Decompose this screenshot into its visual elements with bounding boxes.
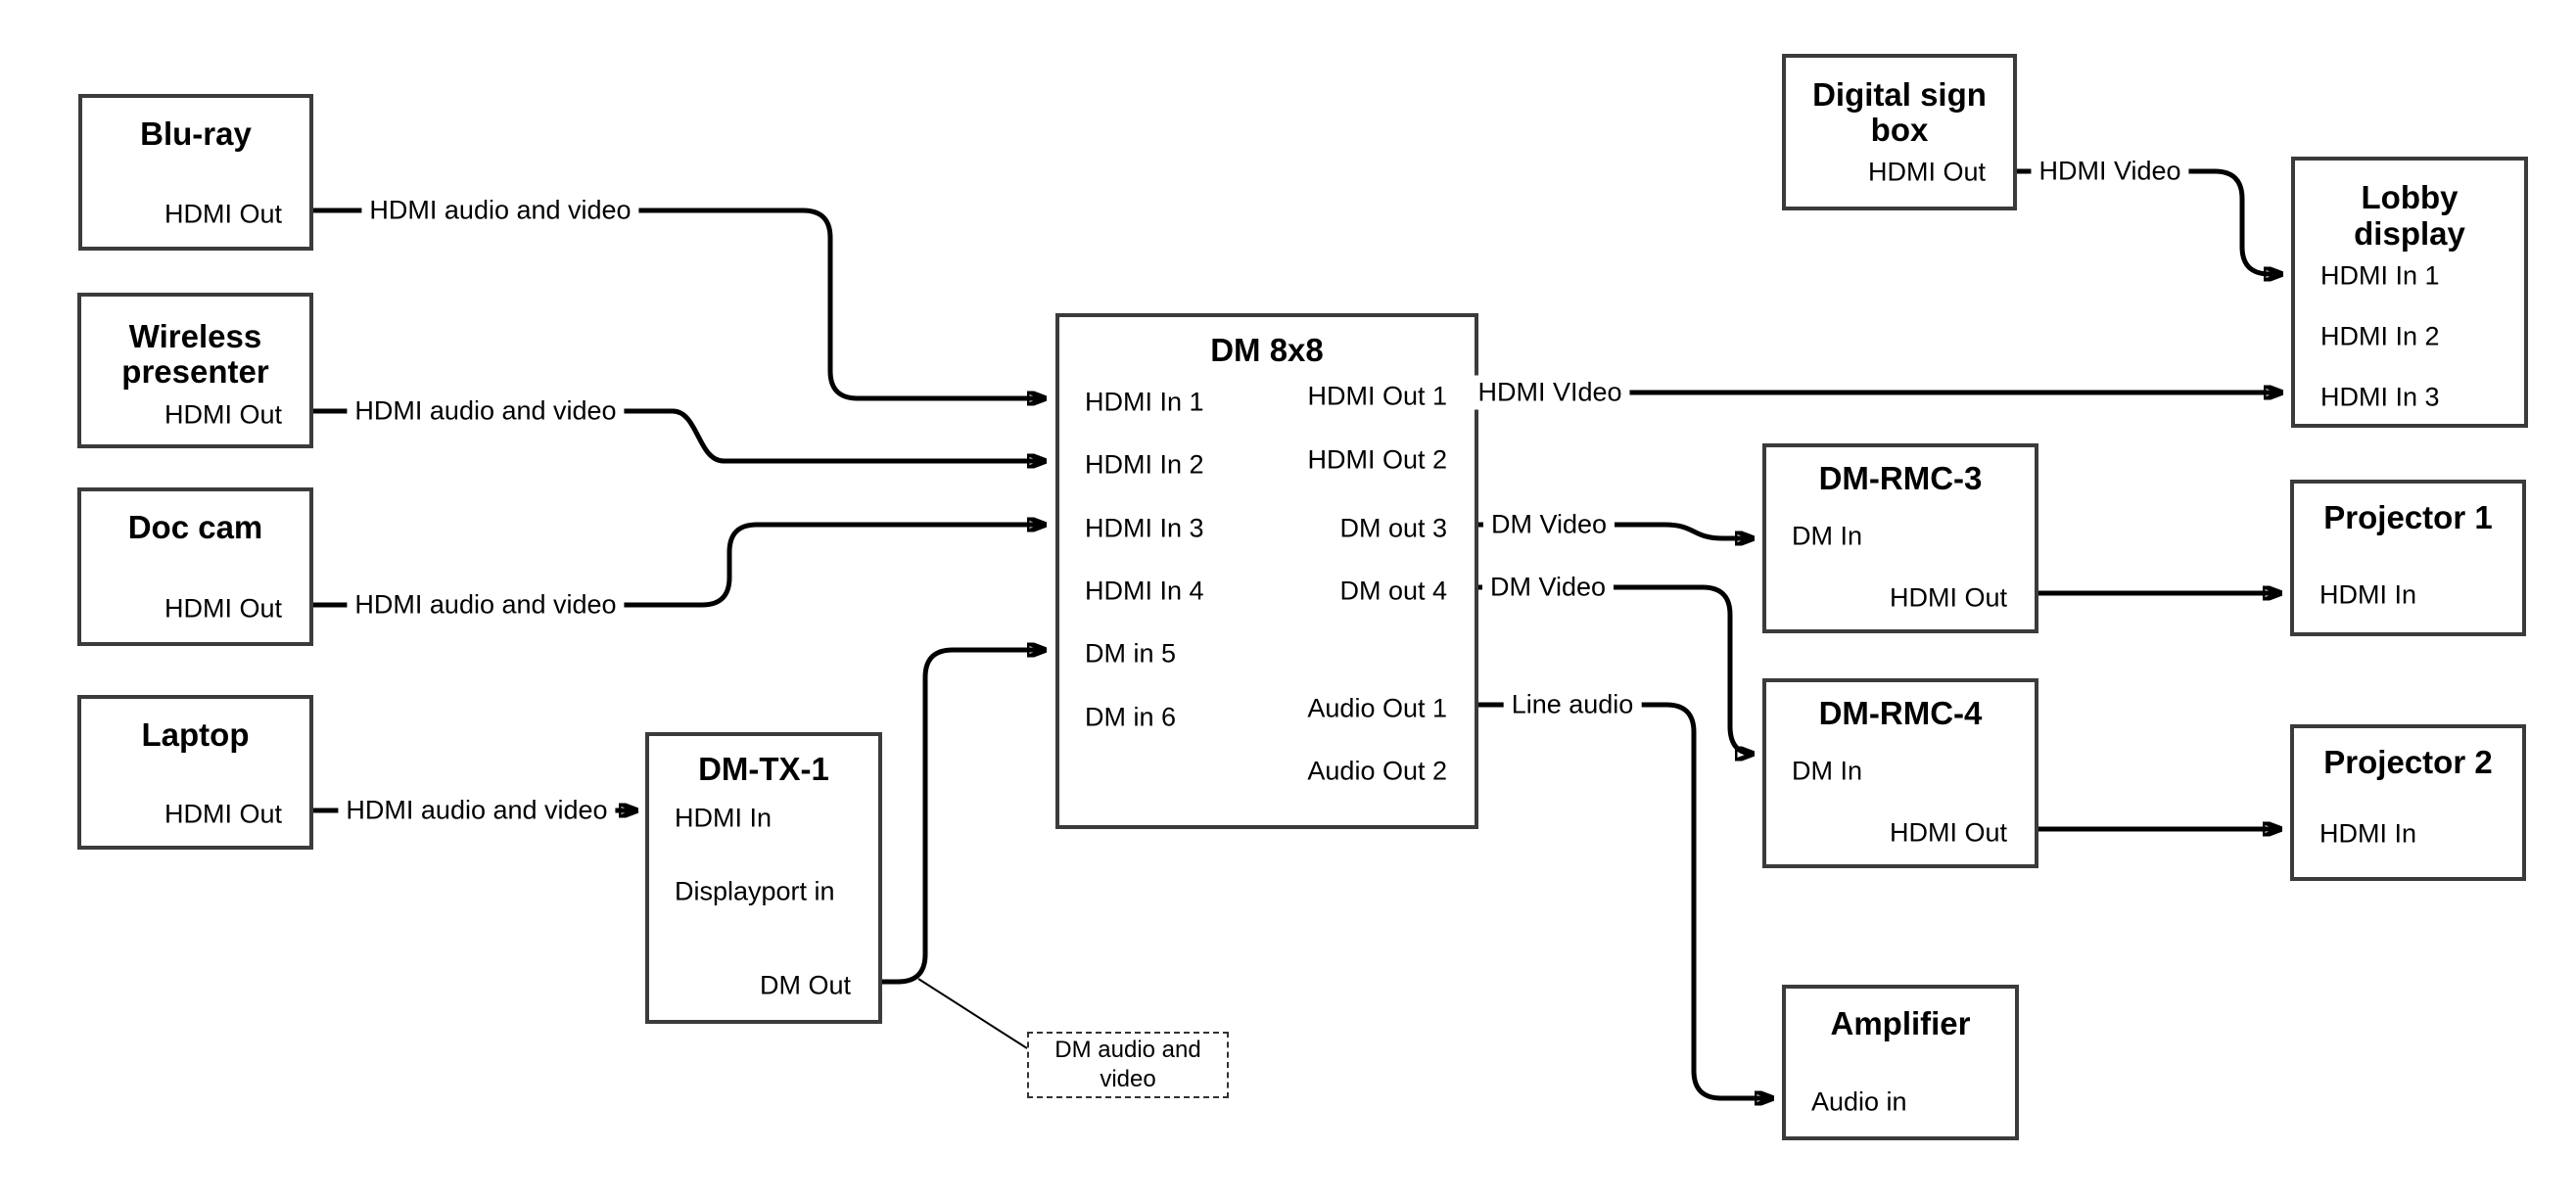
lobby-port-hdmi-in-3: HDMI In 3	[2320, 382, 2440, 412]
node-projector-1: Projector 1 HDMI In	[2290, 480, 2526, 636]
edge-label-hdmi-video-out1: HDMI VIdeo	[1470, 375, 1630, 410]
projector1-title: Projector 1	[2323, 499, 2493, 535]
edge-label-line-audio: Line audio	[1503, 687, 1642, 722]
wireless-title-line2: presenter	[121, 353, 269, 390]
projector1-port-hdmi-in: HDMI In	[2319, 579, 2417, 610]
amplifier-title: Amplifier	[1830, 1005, 1971, 1041]
edge-bluray-to-dm8x8-in1	[313, 208, 1046, 398]
lobby-port-hdmi-in-2: HDMI In 2	[2320, 321, 2440, 351]
amplifier-port-audio-in: Audio in	[1811, 1086, 1907, 1117]
node-amplifier: Amplifier Audio in	[1782, 985, 2019, 1140]
node-dm-8x8: DM 8x8 HDMI In 1 HDMI In 2 HDMI In 3 HDM…	[1055, 313, 1478, 829]
dmrmc3-title: DM-RMC-3	[1818, 460, 1983, 496]
node-projector-2: Projector 2 HDMI In	[2290, 724, 2526, 881]
dmrmc3-port-dm-in: DM In	[1792, 521, 1863, 551]
laptop-port-hdmi-out: HDMI Out	[164, 799, 282, 829]
dmrmc4-port-hdmi-out: HDMI Out	[1889, 817, 2007, 848]
lobby-title-line1: Lobby	[2361, 179, 2459, 215]
bluray-port-hdmi-out: HDMI Out	[164, 199, 282, 229]
edge-label-sign-hdmi-video: HDMI Video	[2031, 154, 2189, 189]
dmtx1-port-hdmi-in: HDMI In	[675, 803, 773, 833]
edge-label-wireless-hdmi-av: HDMI audio and video	[347, 393, 625, 429]
laptop-title: Laptop	[141, 716, 250, 753]
doccam-port-hdmi-out: HDMI Out	[164, 593, 282, 624]
node-digital-sign-box: Digital sign box HDMI Out	[1782, 54, 2017, 210]
node-doc-cam: Doc cam HDMI Out	[77, 487, 313, 646]
dm8x8-port-hdmi-out-2: HDMI Out 2	[1307, 444, 1447, 475]
node-bluray: Blu-ray HDMI Out	[78, 94, 313, 251]
dm8x8-port-dm-in-6: DM in 6	[1085, 702, 1177, 732]
edge-dm8x8-dmout4-to-dmrmc4	[1478, 584, 1754, 754]
lobby-port-hdmi-in-1: HDMI In 1	[2320, 260, 2440, 291]
dm8x8-port-hdmi-in-2: HDMI In 2	[1085, 449, 1204, 480]
note-leader-line	[917, 978, 1028, 1049]
note-dm-audio-and-video: DM audio and video	[1027, 1032, 1229, 1098]
digital-sign-port-hdmi-out: HDMI Out	[1867, 157, 1986, 187]
dm8x8-port-dm-in-5: DM in 5	[1085, 638, 1177, 669]
edge-label-dm-video-out3: DM Video	[1482, 507, 1616, 542]
node-dm-tx-1: DM-TX-1 HDMI In Displayport in DM Out	[645, 732, 882, 1024]
dm8x8-title: DM 8x8	[1210, 332, 1324, 368]
dmrmc4-port-dm-in: DM In	[1792, 756, 1863, 786]
node-laptop: Laptop HDMI Out	[77, 695, 313, 850]
note-line1: DM audio and	[1054, 1037, 1201, 1063]
dm8x8-port-hdmi-in-1: HDMI In 1	[1085, 387, 1204, 417]
dm8x8-port-dm-out-3: DM out 3	[1339, 513, 1447, 543]
dmtx1-port-dm-out: DM Out	[759, 970, 851, 1000]
dmrmc3-port-hdmi-out: HDMI Out	[1889, 582, 2007, 613]
doccam-title: Doc cam	[127, 509, 263, 545]
projector2-title: Projector 2	[2323, 744, 2493, 780]
lobby-title-line2: display	[2354, 215, 2465, 252]
dm8x8-port-hdmi-in-3: HDMI In 3	[1085, 513, 1204, 543]
dmrmc4-title: DM-RMC-4	[1818, 695, 1983, 731]
node-lobby-display: Lobby display HDMI In 1 HDMI In 2 HDMI I…	[2291, 157, 2528, 428]
edge-dmtx1-to-dm8x8-dmin5	[882, 650, 1046, 985]
dmtx1-title: DM-TX-1	[698, 751, 829, 787]
dm8x8-port-hdmi-out-1: HDMI Out 1	[1307, 381, 1447, 411]
dm8x8-port-audio-out-1: Audio Out 1	[1307, 693, 1447, 723]
digital-sign-title-line2: box	[1870, 112, 1929, 148]
note-line2: video	[1100, 1066, 1156, 1092]
node-bluray-title: Blu-ray	[140, 115, 252, 152]
digital-sign-title-line1: Digital sign	[1812, 76, 1987, 113]
wireless-port-hdmi-out: HDMI Out	[164, 399, 282, 430]
node-dm-rmc-4: DM-RMC-4 DM In HDMI Out	[1762, 678, 2038, 868]
dm8x8-port-audio-out-2: Audio Out 2	[1307, 756, 1447, 786]
dm8x8-port-hdmi-in-4: HDMI In 4	[1085, 576, 1204, 606]
edge-label-bluray-hdmi-av: HDMI audio and video	[361, 193, 639, 228]
edge-label-laptop-hdmi-av: HDMI audio and video	[338, 793, 616, 828]
wireless-title-line1: Wireless	[128, 318, 262, 354]
dm8x8-port-dm-out-4: DM out 4	[1339, 576, 1447, 606]
node-wireless-presenter: Wireless presenter HDMI Out	[77, 293, 313, 448]
node-dm-rmc-3: DM-RMC-3 DM In HDMI Out	[1762, 443, 2038, 633]
edge-label-dm-video-out4: DM Video	[1481, 570, 1615, 605]
projector2-port-hdmi-in: HDMI In	[2319, 818, 2417, 849]
edge-dm8x8-audioout1-to-amplifier	[1478, 702, 1773, 1098]
dmtx1-port-displayport-in: Displayport in	[675, 876, 835, 906]
edge-label-doccam-hdmi-av: HDMI audio and video	[347, 587, 625, 623]
